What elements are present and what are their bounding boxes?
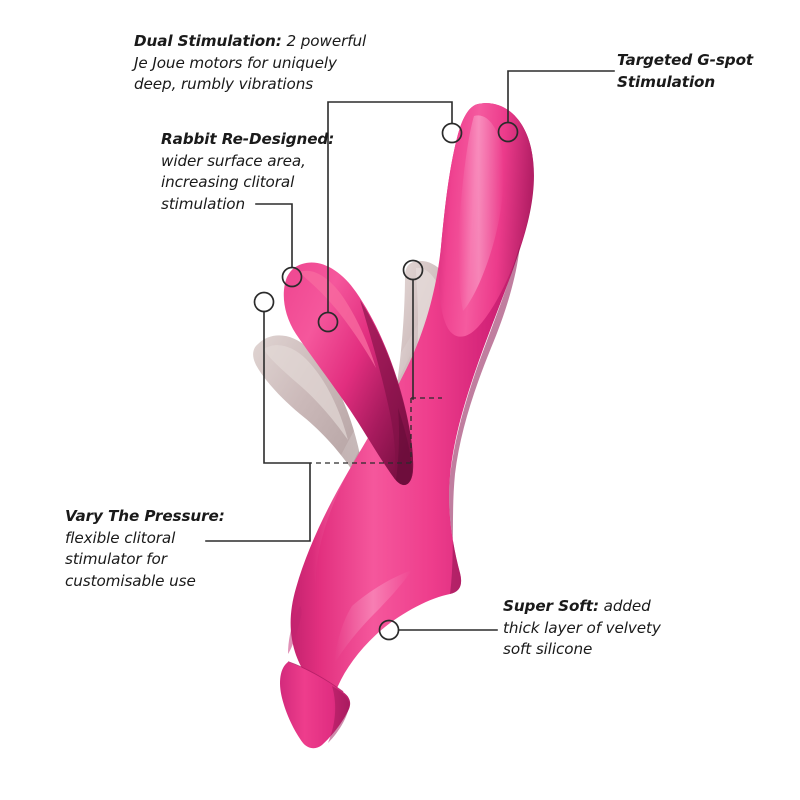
clitoral-arm-body: [283, 262, 414, 485]
callout-rabbit-line-4: stimulation: [161, 194, 246, 213]
callout-gspot-line-2: Stimulation: [617, 72, 716, 91]
target-circles: [253, 121, 519, 641]
leader-vary-pressure: [205, 311, 311, 542]
callout-vary-heading: Vary The Pressure:: [65, 507, 225, 525]
shaft-highlight: [312, 300, 430, 584]
clitoral-arm: [283, 262, 414, 486]
callout-dual-heading: Dual Stimulation:: [134, 32, 282, 50]
callout-dual-line-1-rest: 2 powerful: [281, 32, 367, 50]
ghost-arm-lower: [253, 335, 363, 478]
callout-soft-line-3: soft silicone: [503, 640, 593, 659]
target-circle-handle-silicone: [378, 619, 400, 641]
leader-lines: [205, 70, 615, 631]
callout-vary-line-2: flexible clitoral: [65, 528, 176, 547]
target-circle-gspot-tip: [497, 121, 519, 143]
callout-gspot-line-1: Targeted G-spot: [617, 51, 754, 69]
base-cap-shadow: [328, 686, 350, 743]
handle-highlight: [334, 570, 412, 664]
callout-dual-line-2: Je Joue motors for uniquely: [134, 53, 337, 72]
callout-dual-line-3: deep, rumbly vibrations: [134, 75, 314, 94]
callout-rabbit-line-3: increasing clitoral: [161, 173, 295, 192]
target-circle-ghost-lower: [253, 291, 275, 313]
leader-targeted-gspot: [507, 70, 615, 123]
callout-targeted-gspot: Targeted G-spot Stimulation: [617, 50, 753, 93]
ghost-arm-lower-highlight: [264, 345, 348, 440]
callout-vary-line-3: stimulator for: [65, 550, 167, 569]
shaft-right-shadow: [449, 244, 520, 594]
callout-rabbit-heading: Rabbit Re-Designed:: [161, 130, 335, 148]
callout-soft-line-2: thick layer of velvety: [503, 618, 661, 637]
callout-dual-line-1: Dual Stimulation: 2 powerful: [134, 31, 366, 53]
callout-vary-the-pressure: Vary The Pressure: flexible clitoral sti…: [65, 506, 225, 592]
callout-rabbit-line-2: wider surface area,: [161, 151, 306, 170]
callout-soft-line-1-rest: added: [598, 597, 651, 615]
target-circle-ghost-upper: [402, 259, 424, 281]
clitoral-arm-shadow: [360, 300, 414, 485]
leader-rabbit-redesigned: [255, 203, 293, 268]
callout-super-soft: Super Soft: added thick layer of velvety…: [503, 596, 661, 661]
flex-zone-dashed-marker: [310, 397, 442, 464]
arm-shaft-contact-shadow: [396, 408, 412, 486]
target-circle-tip-motor: [441, 122, 463, 144]
callout-rabbit-redesigned: Rabbit Re-Designed: wider surface area, …: [161, 129, 334, 215]
base-cap: [280, 662, 351, 749]
handle-button-bumps: [288, 606, 302, 654]
target-circle-arm-surface: [281, 266, 303, 288]
callout-dual-stimulation: Dual Stimulation: 2 powerful Je Joue mot…: [134, 31, 366, 96]
target-circle-arm-motor: [317, 311, 339, 333]
leader-dual-stimulation: [327, 101, 453, 313]
callout-soft-line-1: Super Soft: added: [503, 596, 661, 618]
callout-soft-heading: Super Soft:: [503, 597, 599, 615]
shaft-head-highlight: [458, 115, 504, 311]
callout-vary-line-4: customisable use: [65, 571, 196, 590]
